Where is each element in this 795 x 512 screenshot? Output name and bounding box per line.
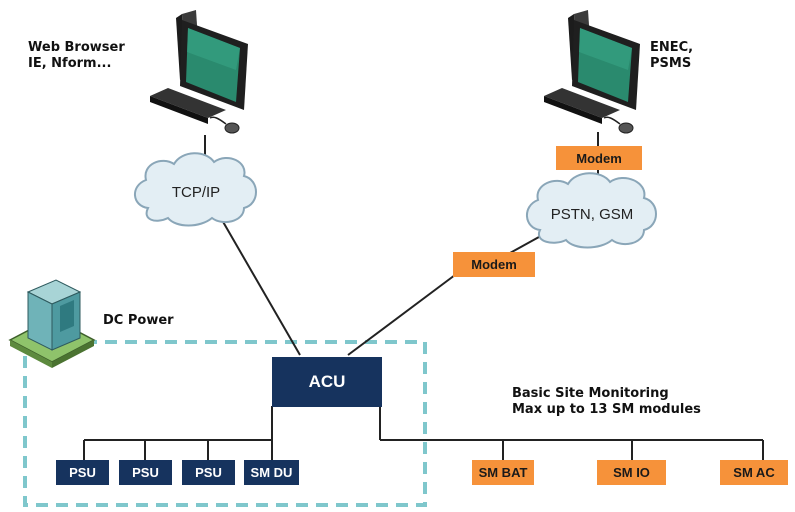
computer-left-icon (150, 10, 248, 134)
modem-middle-box: Modem (453, 252, 535, 277)
psu-box-3: PSU (182, 460, 235, 485)
dc-power-enclosure (23, 340, 427, 507)
enec-subtitle: PSMS (650, 56, 692, 71)
enec-label: ENEC, PSMS (650, 40, 693, 72)
modem-top-box: Modem (556, 146, 642, 170)
dc-power-cabinet-icon (8, 279, 96, 368)
psu-box-2: PSU (119, 460, 172, 485)
site-monitoring-label: Basic Site Monitoring Max up to 13 SM mo… (512, 386, 701, 418)
computer-right-icon (544, 10, 640, 134)
sm-du-box: SM DU (244, 460, 299, 485)
site-monitoring-title: Basic Site Monitoring (512, 386, 669, 401)
line-tcpip-to-acu (221, 219, 301, 356)
pstn-label: PSTN, GSM (551, 206, 634, 223)
enec-title: ENEC, (650, 40, 694, 55)
web-browser-subtitle: IE, Nform... (28, 56, 112, 71)
site-monitoring-subtitle: Max up to 13 SM modules (512, 402, 701, 417)
tcpip-cloud: TCP/IP (134, 152, 257, 227)
sm-ac-box: SM AC (720, 460, 788, 485)
sm-io-box: SM IO (597, 460, 666, 485)
acu-box: ACU (272, 357, 382, 407)
web-browser-title: Web Browser (28, 40, 125, 55)
pstn-cloud: PSTN, GSM (526, 172, 657, 249)
dc-power-label: DC Power (103, 313, 174, 328)
psu-box-1: PSU (56, 460, 109, 485)
tcpip-label: TCP/IP (172, 184, 220, 201)
line-acu-to-modem (347, 274, 456, 356)
web-browser-label: Web Browser IE, Nform... (28, 40, 125, 72)
sm-bat-box: SM BAT (472, 460, 534, 485)
